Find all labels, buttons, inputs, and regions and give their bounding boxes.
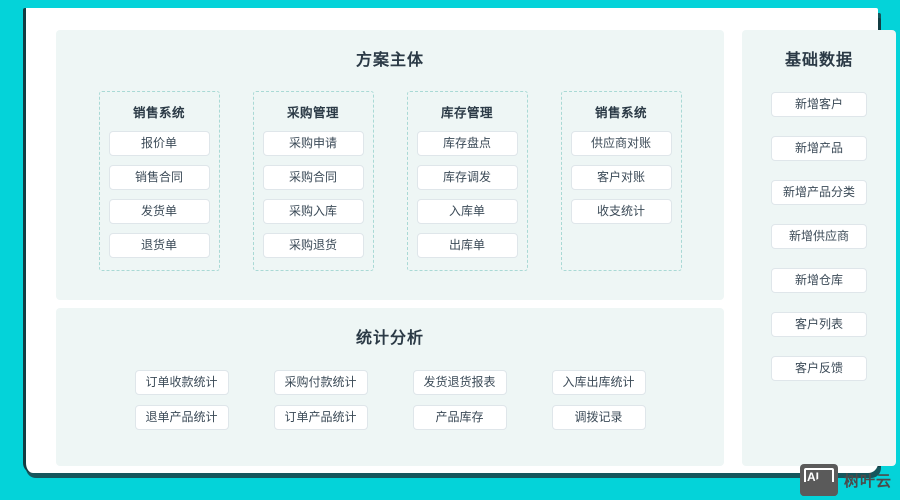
stats-button-inbound-outbound[interactable]: 入库出库统计 (551, 370, 646, 395)
module-button-income-expense-stats[interactable]: 收支统计 (570, 199, 672, 224)
stats-button-transfer-record[interactable]: 调拨记录 (551, 405, 646, 430)
group-items: 报价单 销售合同 发货单 退货单 (108, 131, 210, 258)
module-button-customer-reconciliation[interactable]: 客户对账 (570, 165, 672, 190)
sidebar-item-add-product-category[interactable]: 新增产品分类 (771, 180, 867, 205)
group-title: 销售系统 (594, 106, 647, 120)
module-button-purchase-inbound[interactable]: 采购入库 (262, 199, 364, 224)
main-panel-title: 方案主体 (355, 52, 424, 69)
module-button-outbound-note[interactable]: 出库单 (416, 233, 518, 258)
main-solution-panel: 方案主体 销售系统 报价单 销售合同 发货单 退货单 采购管理 (56, 30, 724, 300)
icon-mountain-shape (801, 478, 836, 496)
module-button-quotation[interactable]: 报价单 (108, 131, 210, 156)
module-button-sales-contract[interactable]: 销售合同 (108, 165, 210, 190)
module-button-supplier-reconciliation[interactable]: 供应商对账 (570, 131, 672, 156)
stats-button-return-product[interactable]: 退单产品统计 (134, 405, 229, 430)
group-items: 供应商对账 客户对账 收支统计 (570, 131, 672, 224)
module-group-row: 销售系统 报价单 销售合同 发货单 退货单 采购管理 采购申请 采购合同 (56, 91, 724, 271)
watermark-text: 树叶云 (843, 472, 892, 490)
sidebar-item-add-warehouse[interactable]: 新增仓库 (771, 268, 867, 293)
module-button-purchase-request[interactable]: 采购申请 (262, 131, 364, 156)
module-button-stock-transfer[interactable]: 库存调发 (416, 165, 518, 190)
stats-button-purchase-payment[interactable]: 采购付款统计 (273, 370, 368, 395)
module-button-stock-count[interactable]: 库存盘点 (416, 131, 518, 156)
module-button-purchase-contract[interactable]: 采购合同 (262, 165, 364, 190)
content-area: 方案主体 销售系统 报价单 销售合同 发货单 退货单 采购管理 (56, 30, 896, 466)
stats-panel-title: 统计分析 (355, 330, 424, 347)
stats-button-product-stock[interactable]: 产品库存 (412, 405, 507, 430)
watermark: AI 树叶云 (799, 464, 892, 496)
module-group-sales: 销售系统 报价单 销售合同 发货单 退货单 (98, 91, 220, 271)
image-placeholder-icon: AI (799, 464, 838, 496)
sidebar-item-add-supplier[interactable]: 新增供应商 (771, 224, 867, 249)
stats-button-order-product[interactable]: 订单产品统计 (273, 405, 368, 430)
module-button-purchase-return[interactable]: 采购退货 (262, 233, 364, 258)
statistics-panel: 统计分析 订单收款统计 采购付款统计 发货退货报表 入库出库统计 退单产品统计 … (56, 308, 724, 466)
basic-data-sidebar: 基础数据 新增客户 新增产品 新增产品分类 新增供应商 新增仓库 客户列表 客户… (742, 30, 896, 466)
group-title: 库存管理 (440, 106, 493, 120)
sidebar-item-list: 新增客户 新增产品 新增产品分类 新增供应商 新增仓库 客户列表 客户反馈 (742, 92, 896, 381)
module-group-finance: 销售系统 供应商对账 客户对账 收支统计 (560, 91, 682, 271)
app-window-frame: 方案主体 销售系统 报价单 销售合同 发货单 退货单 采购管理 (23, 8, 896, 473)
module-button-inbound-note[interactable]: 入库单 (416, 199, 518, 224)
module-group-purchasing: 采购管理 采购申请 采购合同 采购入库 采购退货 (252, 91, 374, 271)
statistics-button-grid: 订单收款统计 采购付款统计 发货退货报表 入库出库统计 退单产品统计 订单产品统… (56, 370, 724, 430)
sidebar-item-add-product[interactable]: 新增产品 (771, 136, 867, 161)
stats-button-order-receipt[interactable]: 订单收款统计 (134, 370, 229, 395)
sidebar-item-add-customer[interactable]: 新增客户 (771, 92, 867, 117)
module-button-return-note[interactable]: 退货单 (108, 233, 210, 258)
sidebar-title: 基础数据 (784, 52, 853, 69)
module-group-inventory: 库存管理 库存盘点 库存调发 入库单 出库单 (406, 91, 528, 271)
sidebar-item-customer-list[interactable]: 客户列表 (771, 312, 867, 337)
group-items: 库存盘点 库存调发 入库单 出库单 (416, 131, 518, 258)
group-items: 采购申请 采购合同 采购入库 采购退货 (262, 131, 364, 258)
stats-button-delivery-return[interactable]: 发货退货报表 (412, 370, 507, 395)
sidebar-item-customer-feedback[interactable]: 客户反馈 (771, 356, 867, 381)
group-title: 采购管理 (286, 106, 339, 120)
module-button-delivery-note[interactable]: 发货单 (108, 199, 210, 224)
group-title: 销售系统 (132, 106, 185, 120)
left-column: 方案主体 销售系统 报价单 销售合同 发货单 退货单 采购管理 (56, 30, 724, 466)
